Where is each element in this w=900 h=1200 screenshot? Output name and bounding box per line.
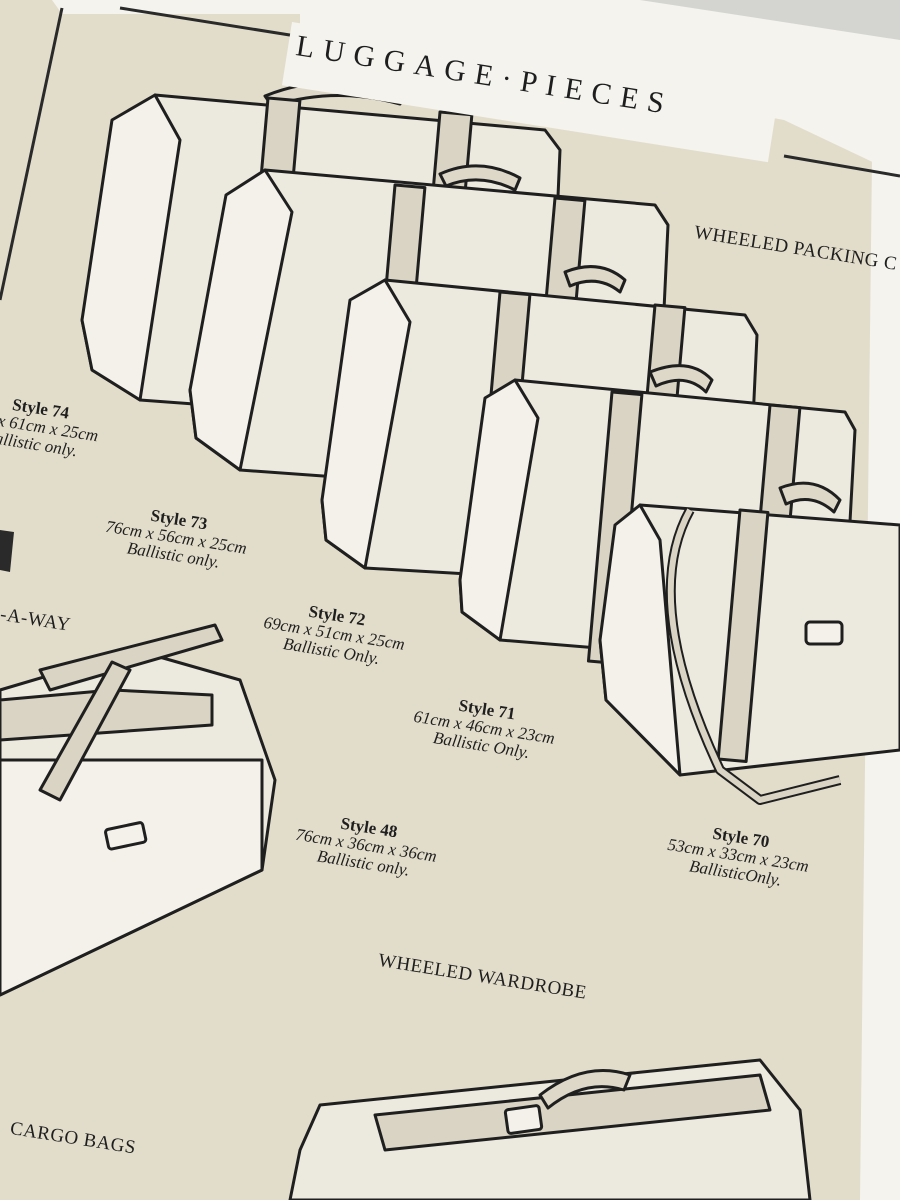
duffel-style-48-illustration — [0, 623, 277, 997]
suitcase-style-70-illustration — [598, 481, 900, 805]
wheeled-wardrobe-illustration — [288, 1058, 812, 1200]
